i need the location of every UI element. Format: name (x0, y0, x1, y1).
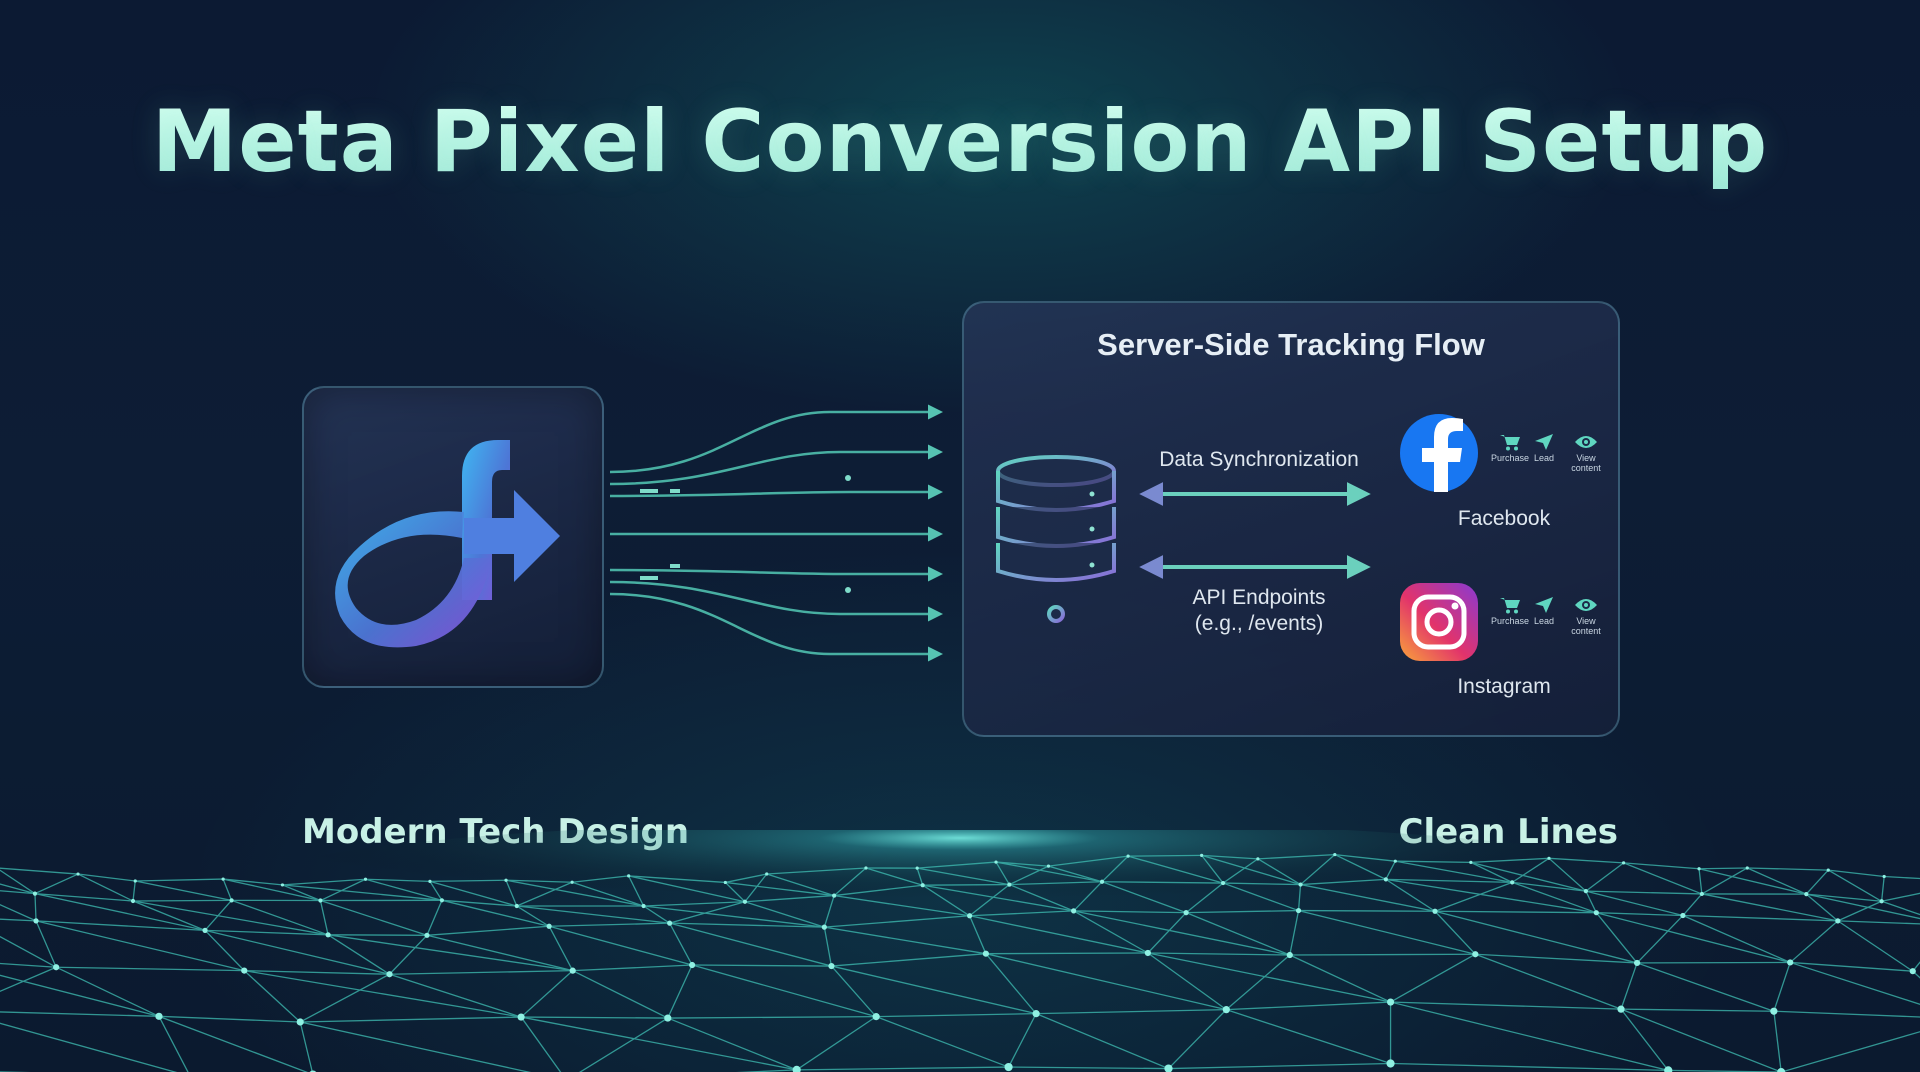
facebook-logo-icon (1400, 414, 1478, 492)
database-server-icon (988, 455, 1124, 623)
event-lead: Lead (1526, 596, 1562, 626)
network-mesh-background (0, 830, 1920, 1072)
send-arrow-icon (1535, 434, 1553, 450)
send-arrow-icon (1535, 597, 1553, 613)
event-lead: Lead (1526, 433, 1562, 463)
app-logo-icon (335, 440, 560, 648)
panel-title: Server-Side Tracking Flow (1097, 327, 1485, 362)
facebook-label: Facebook (1457, 507, 1551, 530)
instagram-label: Instagram (1457, 675, 1551, 698)
api-endpoints-label: API Endpoints (e.g., /events) (1192, 586, 1326, 635)
event-view-content: View content (1562, 596, 1610, 636)
data-flow-lines (609, 404, 943, 662)
event-view-content: View content (1562, 433, 1610, 473)
data-sync-label: Data Synchronization (1159, 448, 1359, 471)
app-logo-card (302, 386, 604, 688)
eye-icon (1575, 436, 1597, 448)
shopping-cart-icon (1500, 598, 1520, 614)
eye-icon (1575, 599, 1597, 611)
server-side-tracking-panel: Server-Side Tracking Flow (962, 301, 1620, 737)
page-title: Meta Pixel Conversion API Setup (0, 92, 1920, 192)
event-purchase: Purchase (1486, 433, 1534, 463)
shopping-cart-icon (1500, 435, 1520, 451)
event-purchase: Purchase (1486, 596, 1534, 626)
instagram-logo-icon (1400, 583, 1478, 661)
